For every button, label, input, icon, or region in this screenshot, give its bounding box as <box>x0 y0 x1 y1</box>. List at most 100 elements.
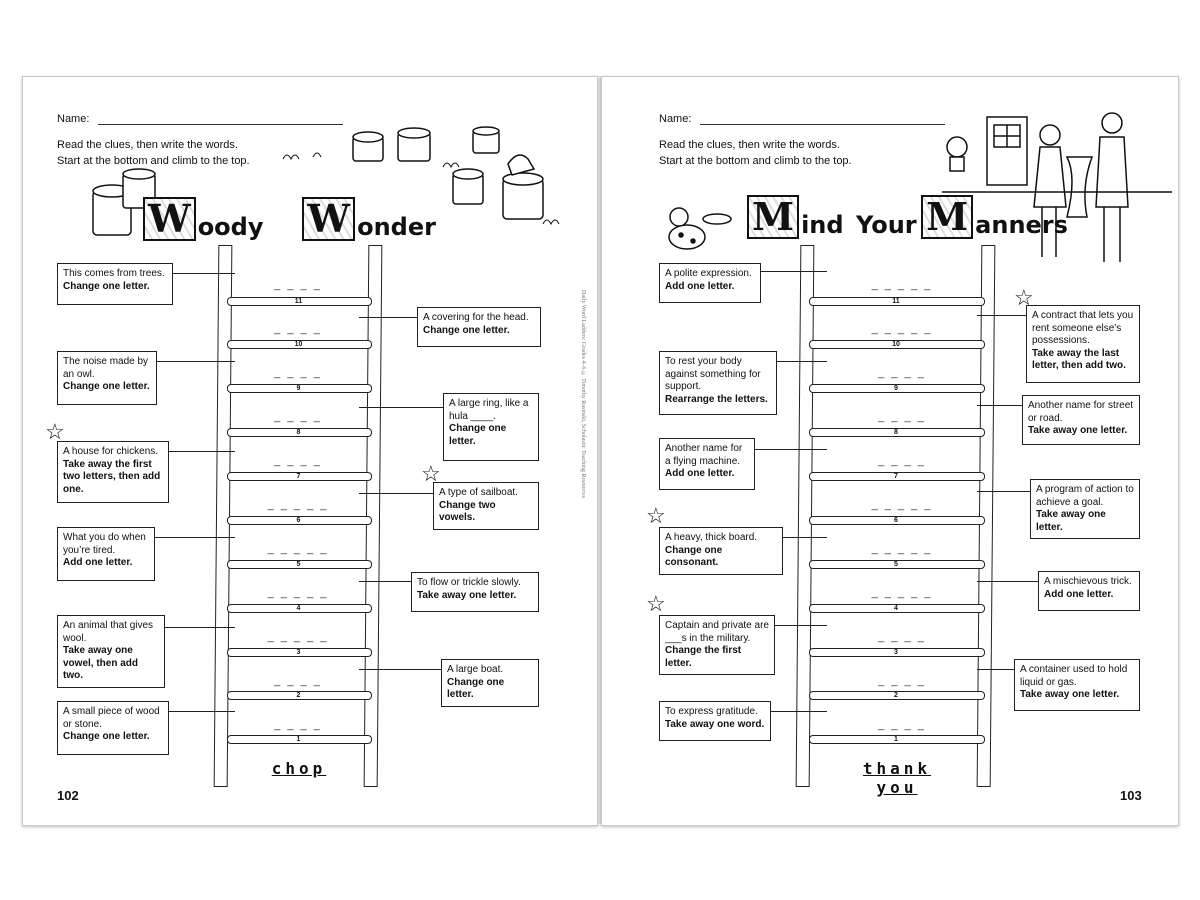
clue-action: Take away one word. <box>665 718 765 730</box>
instruction-line: Read the clues, then write the words. <box>57 139 238 151</box>
title-initial: M <box>747 195 800 239</box>
rung-number: 11 <box>892 298 900 305</box>
ladder-rung <box>227 297 372 306</box>
answer-blank[interactable]: _ _ _ _ _ <box>871 499 933 511</box>
answer-blank[interactable]: _ _ _ _ <box>878 367 926 379</box>
ladder-rung <box>809 560 985 569</box>
answer-blank[interactable]: _ _ _ _ <box>274 411 322 423</box>
clue-box: A covering for the head.Change one lette… <box>417 307 541 347</box>
rung-number: 4 <box>894 605 898 612</box>
name-input-line[interactable] <box>98 114 344 125</box>
clue-leader-line <box>359 669 441 670</box>
ladder-rung <box>227 560 372 569</box>
clue-action: Change one consonant. <box>665 544 723 569</box>
title-initial: M <box>921 195 974 239</box>
ladder-rung <box>227 648 372 657</box>
clue-box: This comes from trees.Change one letter. <box>57 263 173 305</box>
clue-action: Take away one letter. <box>1036 509 1106 533</box>
answer-blank[interactable]: _ _ _ _ <box>274 279 322 291</box>
clue-text: A type of sailboat. <box>439 487 518 498</box>
name-input-line[interactable] <box>700 114 946 125</box>
answer-blank[interactable]: _ _ _ _ <box>878 675 926 687</box>
clue-leader-line <box>977 405 1022 406</box>
clue-leader-line <box>155 537 235 538</box>
title-initial: W <box>143 197 196 241</box>
ladder-rung <box>809 297 985 306</box>
answer-blank[interactable]: _ _ _ _ _ <box>871 543 933 555</box>
clue-action: Change one letter. <box>63 731 150 742</box>
answer-blank[interactable]: _ _ _ _ <box>274 455 322 467</box>
clue-action: Take away one vowel, then add two. <box>63 645 139 681</box>
clue-box: To rest your body against something for … <box>659 351 777 415</box>
instruction-line: Start at the bottom and climb to the top… <box>659 155 852 167</box>
clue-action: Take away one letter. <box>1020 689 1120 700</box>
clue-text: An animal that gives wool. <box>63 620 154 644</box>
answer-blank[interactable]: _ _ _ _ <box>878 631 926 643</box>
clue-text: A large boat. <box>447 664 504 675</box>
manners-illustration <box>942 112 1172 262</box>
clue-leader-line <box>169 451 235 452</box>
clue-box: A polite expression.Add one letter. <box>659 263 761 303</box>
answer-blank[interactable]: _ _ _ _ _ <box>267 499 329 511</box>
rung-number: 7 <box>296 473 301 480</box>
answer-blank[interactable]: _ _ _ _ _ <box>871 279 933 291</box>
page-number: 102 <box>57 788 79 803</box>
clue-leader-line <box>761 271 827 272</box>
challenge-star-icon: ☆ <box>646 591 666 616</box>
instructions: Read the clues, then write the words. St… <box>659 137 852 169</box>
answer-blank[interactable]: _ _ _ _ <box>274 323 322 335</box>
clue-action: Add one letter. <box>1044 588 1114 600</box>
rung-number: 8 <box>296 429 301 436</box>
answer-blank[interactable]: _ _ _ _ <box>878 411 926 423</box>
name-line: Name: <box>659 113 946 125</box>
clue-text: To rest your body against something for … <box>665 356 761 392</box>
name-label: Name <box>57 113 87 125</box>
clue-box: The noise made by an owl.Change one lett… <box>57 351 157 405</box>
dog-illustration <box>668 207 732 250</box>
clue-text: A covering for the head. <box>423 312 529 323</box>
ladder-rung <box>227 691 372 700</box>
tree-stumps-illustration <box>92 126 560 236</box>
clue-box: A mischievous trick.Add one letter. <box>1038 571 1140 611</box>
ladder-rung <box>809 472 985 481</box>
rung-number: 10 <box>294 341 303 348</box>
clue-action: Take away one letter. <box>417 589 517 601</box>
rung-number: 2 <box>296 692 301 699</box>
answer-blank[interactable]: _ _ _ _ _ <box>267 543 329 555</box>
ladder-rung <box>809 384 985 393</box>
ladder-rung <box>809 340 985 349</box>
clue-text: What you do when you’re tired. <box>63 532 146 556</box>
clue-leader-line <box>977 669 1014 670</box>
clue-text: This comes from trees. <box>63 268 165 279</box>
answer-blank[interactable]: _ _ _ _ _ <box>871 323 933 335</box>
challenge-star-icon: ☆ <box>421 461 441 486</box>
clue-box: A small piece of wood or stone.Change on… <box>57 701 169 755</box>
clue-box: Another name for street or road.Take awa… <box>1022 395 1140 445</box>
clue-box: Another name for a flying machine.Add on… <box>659 438 755 490</box>
clue-text: A container used to hold liquid or gas. <box>1020 664 1128 688</box>
rung-number: 8 <box>894 429 898 436</box>
clue-text: Captain and private are ___s in the mili… <box>665 620 769 644</box>
rung-number: 6 <box>296 517 301 524</box>
title-word: oody <box>197 213 264 241</box>
answer-blank[interactable]: _ _ _ _ <box>878 719 926 731</box>
start-word: thank you <box>862 759 932 797</box>
rung-number: 4 <box>296 605 301 612</box>
clue-text: A polite expression. <box>665 268 752 279</box>
clue-box: A large ring, like a hula ____.Change on… <box>443 393 539 461</box>
answer-blank[interactable]: _ _ _ _ _ <box>267 587 329 599</box>
answer-blank[interactable]: _ _ _ _ <box>274 719 322 731</box>
clue-text: A mischievous trick. <box>1044 576 1132 587</box>
answer-blank[interactable]: _ _ _ _ _ <box>267 631 329 643</box>
answer-blank[interactable]: _ _ _ _ _ <box>871 587 933 599</box>
clue-action: Change two vowels. <box>439 499 496 524</box>
clue-leader-line <box>771 711 827 712</box>
clue-leader-line <box>775 625 827 626</box>
ladder-rung <box>227 516 372 525</box>
answer-blank[interactable]: _ _ _ _ <box>274 675 322 687</box>
answer-blank[interactable]: _ _ _ _ <box>878 455 926 467</box>
rung-number: 10 <box>892 341 900 348</box>
clue-text: A heavy, thick board. <box>665 532 758 543</box>
answer-blank[interactable]: _ _ _ _ <box>274 367 322 379</box>
title-word: onder <box>357 213 436 241</box>
